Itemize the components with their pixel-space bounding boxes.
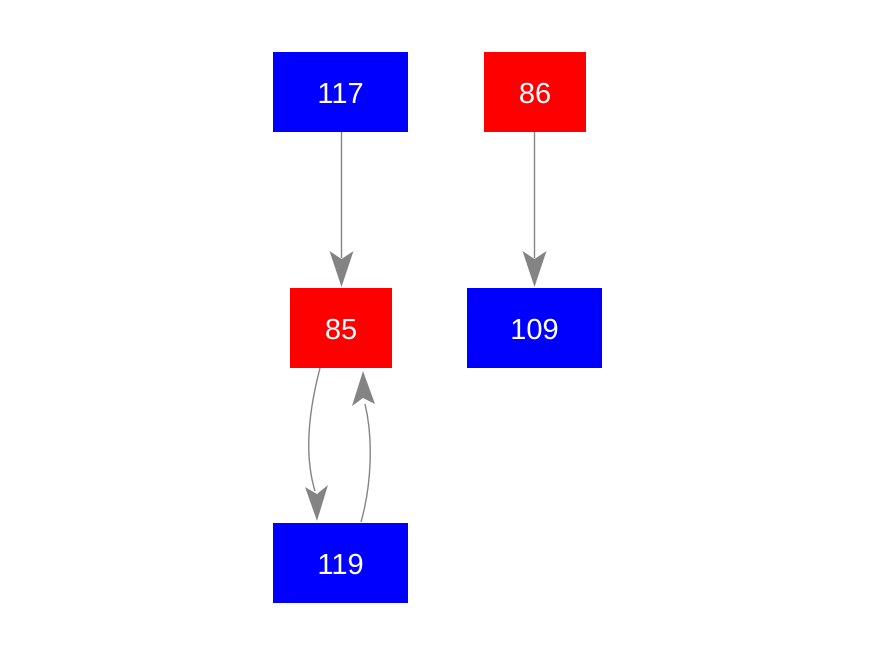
edge-117-85 bbox=[329, 132, 354, 287]
node-86[interactable]: 86 bbox=[484, 52, 586, 132]
node-119[interactable]: 119 bbox=[273, 523, 408, 603]
node-label: 119 bbox=[317, 548, 364, 581]
node-label: 86 bbox=[518, 77, 552, 110]
node-label: 109 bbox=[510, 313, 559, 346]
edge-85-119 bbox=[305, 367, 328, 521]
node-85[interactable]: 85 bbox=[290, 288, 392, 368]
edge-119-85 bbox=[352, 371, 375, 523]
arrowhead-down-icon bbox=[522, 251, 547, 287]
edge-86-109 bbox=[522, 132, 547, 287]
node-label: 117 bbox=[317, 77, 364, 110]
node-label: 85 bbox=[324, 313, 358, 346]
arrowhead-down-icon bbox=[329, 251, 354, 287]
node-109[interactable]: 109 bbox=[467, 288, 602, 368]
arrowhead-up-icon bbox=[352, 371, 375, 406]
edge-curve bbox=[308, 367, 321, 492]
arrowhead-down-icon bbox=[305, 485, 328, 521]
edge-curve bbox=[360, 403, 371, 523]
node-117[interactable]: 117 bbox=[273, 52, 408, 132]
